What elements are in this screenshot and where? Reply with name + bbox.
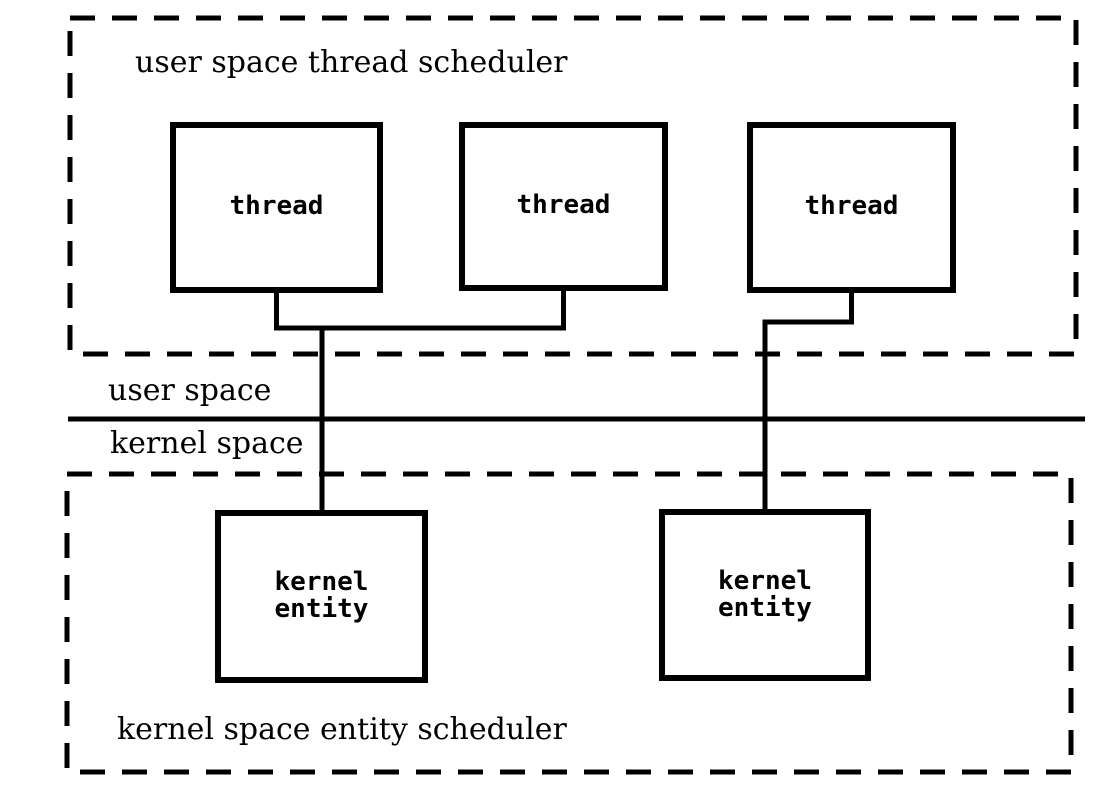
kernel-scheduler-label: kernel space entity scheduler (117, 712, 567, 747)
thread-label-2: thread (517, 190, 611, 220)
thread-box-3 (747, 122, 956, 293)
connector-threads-1-2-to-kernel-entity-1 (274, 286, 566, 516)
kernel-entity-label-1-line-2: entity (275, 594, 369, 624)
connector-thread-3-to-kernel-entity-2 (762, 287, 854, 515)
thread-label-1: thread (230, 191, 324, 221)
thread-box-2 (459, 122, 668, 291)
kernel-entity-box-1 (215, 510, 428, 683)
kernel-entity-box-2 (659, 509, 871, 681)
kernel-scheduler-boundary (64, 471, 1074, 775)
kernel-entity-label-1-line-1: kernel (275, 567, 369, 597)
kernel-space-label: kernel space (110, 426, 304, 461)
user-space-scheduler-label: user space thread scheduler (135, 45, 568, 80)
thread-label-3: thread (805, 191, 899, 221)
kernel-entity-label-2-line-1: kernel (718, 566, 812, 596)
kernel-entity-label-2-line-2: entity (718, 593, 812, 623)
user-space-label: user space (108, 373, 271, 408)
thread-box-1 (170, 122, 383, 293)
